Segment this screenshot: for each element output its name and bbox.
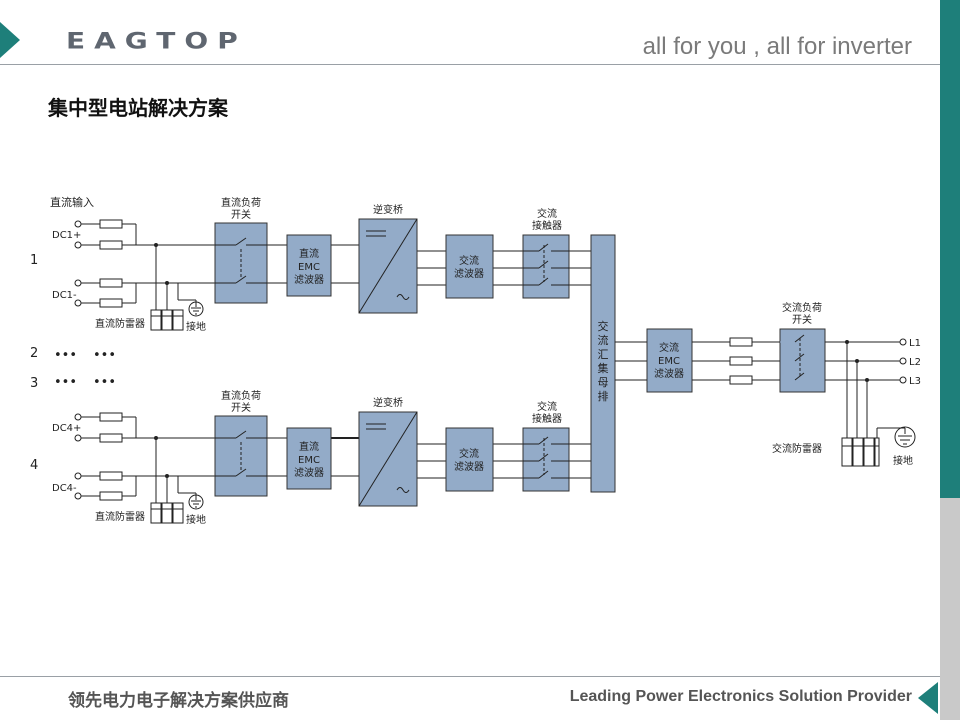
- ac-contactor-contacts: [523, 243, 569, 479]
- output-l3-label: L3: [909, 376, 921, 387]
- ac-contactor-label: 交流: [537, 400, 557, 413]
- ac-contactor-4: [522, 427, 570, 492]
- ac-contactor-label: 交流: [537, 207, 557, 220]
- ground-icon: [894, 426, 916, 448]
- footer-divider: [0, 676, 940, 677]
- corner-triangle-left: [0, 22, 20, 58]
- dc1-neg-label: DC1-: [52, 290, 77, 301]
- output-terminals: [899, 338, 907, 384]
- ac-contactor-1: [522, 234, 570, 299]
- string-4: [81, 416, 591, 505]
- row-number-1: 1: [30, 253, 38, 268]
- ellipsis: •••: [93, 375, 116, 390]
- dc-emc-label: 直流: [299, 247, 319, 260]
- ellipsis: •••: [93, 348, 116, 363]
- dc-load-switch-4: [214, 415, 268, 497]
- dc-load-switch-label: 直流负荷: [221, 389, 261, 402]
- busbar-label: 排: [598, 389, 609, 403]
- inverter-symbols: [358, 218, 418, 507]
- ac-busbar: [590, 234, 616, 493]
- dc-emc-label: 滤波器: [294, 466, 324, 479]
- ground-label: 接地: [186, 320, 206, 333]
- header-divider: [0, 64, 940, 65]
- ground-label: 接地: [893, 454, 913, 467]
- dc-switch-contacts: [215, 237, 267, 477]
- footer-slogan-en: Leading Power Electronics Solution Provi…: [569, 688, 912, 705]
- row-number-3: 3: [30, 376, 38, 391]
- dc4-neg-label: DC4-: [52, 483, 77, 494]
- string-1: [81, 223, 591, 312]
- ac-filter-4: [445, 427, 494, 492]
- ac-fuses: [729, 337, 753, 385]
- ac-filter-label: 交流: [459, 254, 479, 267]
- dc-emc-filter-4: [286, 427, 332, 490]
- company-logo: EAGTOP: [66, 28, 247, 54]
- busbar-label: 交: [598, 319, 609, 333]
- ac-contactor-label: 接触器: [532, 219, 562, 232]
- row-number-2: 2: [30, 346, 38, 361]
- ground-icon: [188, 300, 204, 317]
- dc-input-label: 直流输入: [50, 195, 94, 209]
- dc-emc-label: 直流: [299, 440, 319, 453]
- ac-surge-arrester: [841, 437, 880, 467]
- ac-filter-label: 滤波器: [454, 460, 484, 473]
- dc4-pos-label: DC4+: [52, 423, 81, 434]
- dc-surge-label: 直流防雷器: [95, 317, 145, 330]
- page-title: 集中型电站解决方案: [48, 96, 228, 120]
- output-l1-label: L1: [909, 338, 921, 349]
- corner-triangle-right: [918, 682, 938, 714]
- ac-contactor-label: 接触器: [532, 412, 562, 425]
- inverter-bridge-label: 逆变桥: [373, 396, 403, 409]
- ac-emc-label: 滤波器: [654, 367, 684, 380]
- ac-filter-label: 滤波器: [454, 267, 484, 280]
- side-bar-accent: [940, 0, 960, 498]
- dc-load-switch-label: 开关: [231, 208, 251, 221]
- ground-icon: [188, 493, 204, 510]
- ac-filter-1: [445, 234, 494, 299]
- ac-emc-label: 交流: [659, 341, 679, 354]
- busbar-label: 母: [598, 376, 609, 389]
- dc-emc-label: 滤波器: [294, 273, 324, 286]
- dc-load-switch-1: [214, 222, 268, 304]
- ellipsis: •••: [54, 375, 77, 390]
- busbar-label: 流: [598, 333, 609, 347]
- dc-emc-label: EMC: [298, 455, 320, 466]
- inverter-bridge-label: 逆变桥: [373, 203, 403, 216]
- dc-load-switch-label: 直流负荷: [221, 196, 261, 209]
- ac-load-switch: [779, 328, 826, 393]
- ac-load-switch-label: 开关: [792, 313, 812, 326]
- row-number-4: 4: [30, 458, 38, 473]
- output-l2-label: L2: [909, 357, 921, 368]
- side-bar-grey: [940, 498, 960, 720]
- ac-filter-label: 交流: [459, 447, 479, 460]
- dc-surge-arrester-1: [150, 309, 184, 331]
- busbar-label: 集: [598, 361, 609, 375]
- dc-emc-filter-1: [286, 234, 332, 297]
- dc-surge-label: 直流防雷器: [95, 510, 145, 523]
- dc-surge-arrester-4: [150, 502, 184, 524]
- tagline: all for you , all for inverter: [642, 33, 912, 60]
- ac-load-switch-label: 交流负荷: [782, 301, 822, 314]
- dc-load-switch-label: 开关: [231, 401, 251, 414]
- ellipsis: •••: [54, 348, 77, 363]
- dc-input-terminals: [74, 220, 82, 500]
- ground-label: 接地: [186, 513, 206, 526]
- ac-switch-contacts: [794, 334, 805, 381]
- dc1-pos-label: DC1+: [52, 230, 81, 241]
- ac-emc-label: EMC: [658, 356, 680, 367]
- footer-slogan-cn: 领先电力电子解决方案供应商: [68, 691, 289, 711]
- ac-surge-label: 交流防雷器: [772, 442, 822, 455]
- ac-emc-filter: [646, 328, 693, 393]
- busbar-label: 汇: [598, 348, 609, 361]
- dc-emc-label: EMC: [298, 262, 320, 273]
